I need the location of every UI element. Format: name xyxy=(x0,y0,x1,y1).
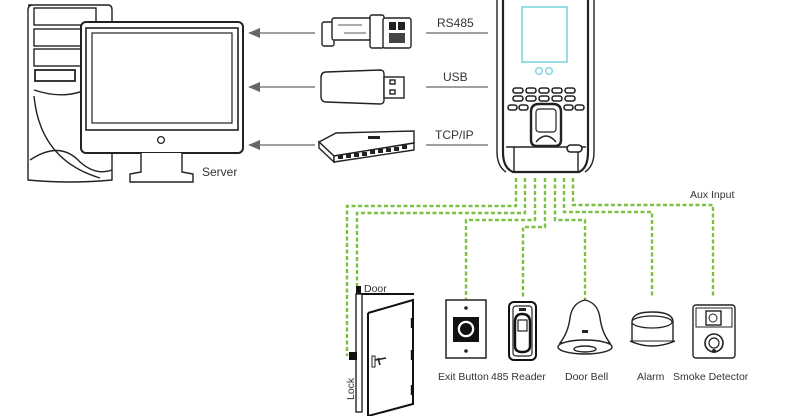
wire-reader xyxy=(521,178,547,298)
connection-usb: USB xyxy=(248,69,488,105)
wire-alarm xyxy=(562,178,654,298)
connection-tcpip: TCP/IP xyxy=(248,128,488,164)
exit-button-icon: EXIT xyxy=(445,299,487,359)
terminal-screen xyxy=(521,6,568,63)
door-bell-label: Door Bell xyxy=(565,371,608,383)
wire-smoke-detector xyxy=(571,178,715,298)
server: Server xyxy=(27,4,244,183)
smoke-detector-label: Smoke Detector xyxy=(673,371,749,383)
reader-label: 485 Reader xyxy=(491,371,546,383)
exit-text: EXIT xyxy=(461,343,471,348)
wire-door xyxy=(355,178,527,287)
arrow-left-icon xyxy=(248,140,260,150)
biometric-terminal-icon xyxy=(496,0,595,174)
wire-door-bell xyxy=(553,178,587,300)
rs485-label: RS485 xyxy=(437,16,474,30)
arrow-left-icon xyxy=(248,28,260,38)
tcpip-label: TCP/IP xyxy=(435,128,474,142)
wire-lock xyxy=(345,178,518,356)
wire-exit-button xyxy=(464,178,537,300)
connection-rs485: RS485 xyxy=(248,14,488,49)
fingerprint-reader-icon xyxy=(508,301,537,361)
arrow-left-icon xyxy=(248,82,260,92)
smoke-detector-icon xyxy=(692,304,736,359)
wires xyxy=(345,178,715,356)
camera-lens-icon xyxy=(535,66,544,75)
usb-drive-icon xyxy=(320,69,405,105)
door-icon: Door xyxy=(355,283,414,416)
rs485-converter-icon xyxy=(321,14,412,49)
keypad xyxy=(507,87,585,111)
server-label: Server xyxy=(202,165,237,179)
lock-icon: Lock xyxy=(345,352,357,400)
door-label: Door xyxy=(364,283,387,295)
siren-icon xyxy=(629,311,676,347)
network-switch-icon xyxy=(317,130,415,164)
lock-label: Lock xyxy=(345,377,357,400)
camera-lens-icon xyxy=(545,66,554,75)
usb-label: USB xyxy=(443,70,468,84)
fingerprint-sensor-icon xyxy=(529,102,563,148)
aux-input-label: Aux Input xyxy=(690,189,734,201)
monitor-icon xyxy=(80,21,244,183)
status-led-icon xyxy=(566,144,583,153)
bell-icon xyxy=(557,299,613,355)
exit-button-label: Exit Button xyxy=(438,371,489,383)
alarm-label: Alarm xyxy=(637,371,665,383)
